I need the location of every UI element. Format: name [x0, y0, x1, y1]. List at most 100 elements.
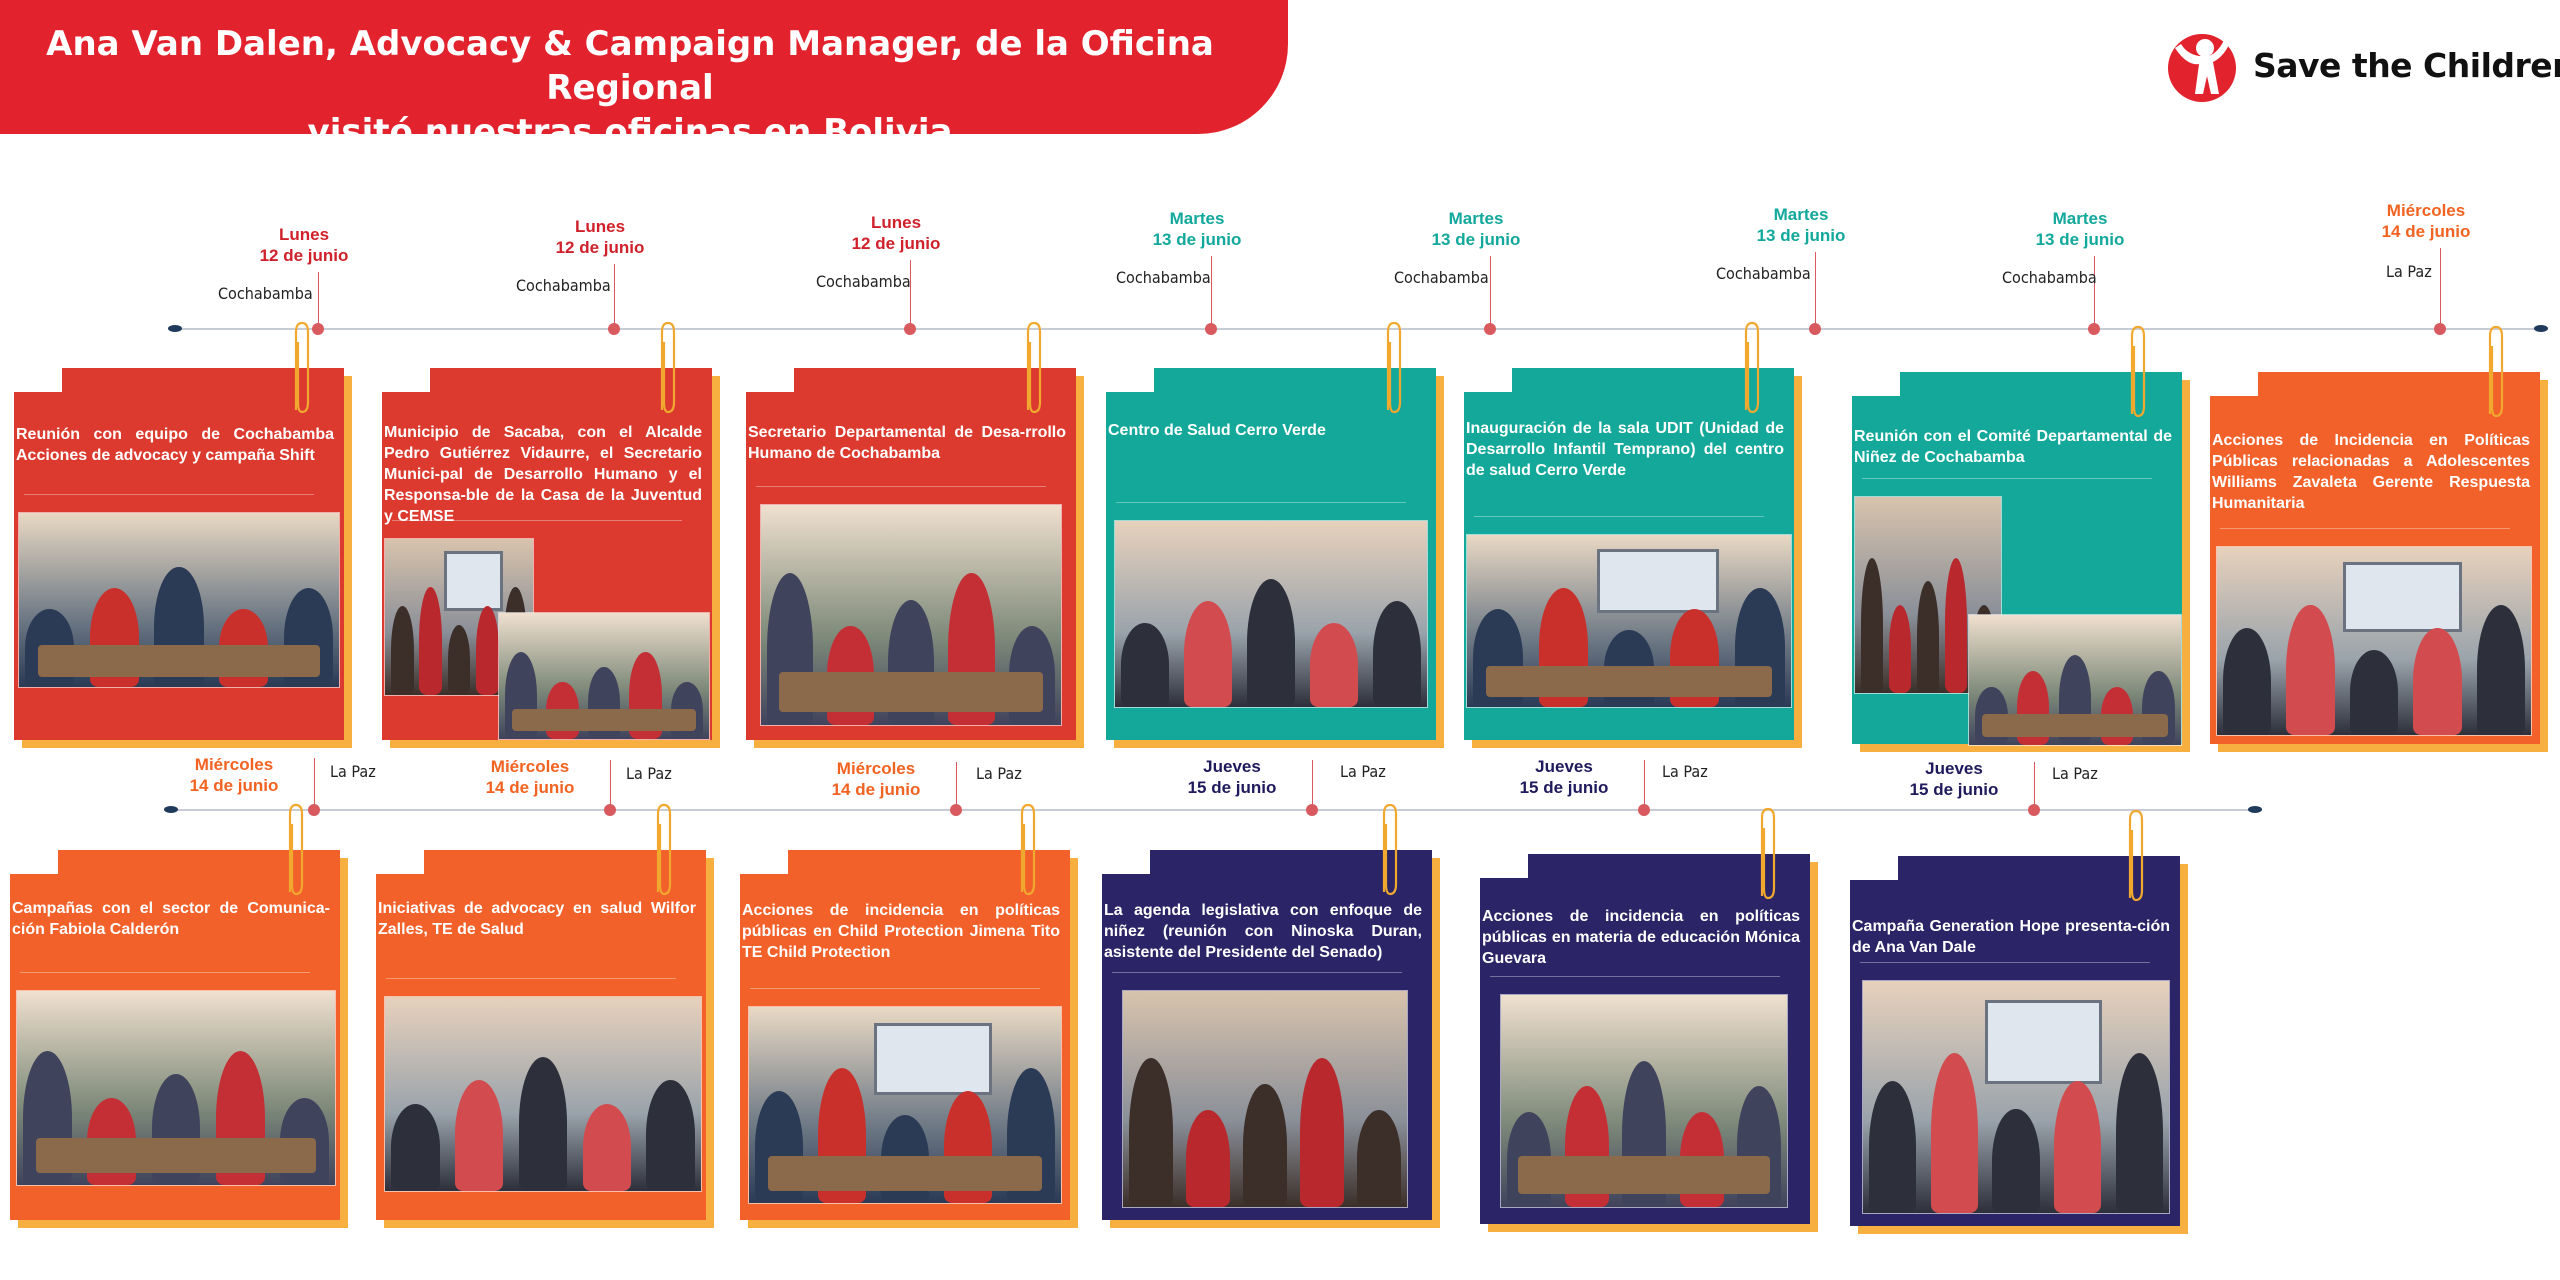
city-label: La Paz [1662, 762, 1708, 781]
paperclip-icon [1386, 321, 1402, 414]
timeline-bottom-line [168, 809, 2256, 811]
timeline-stem [1211, 256, 1212, 328]
event-card: Acciones de Incidencia en Políticas Públ… [2210, 372, 2548, 752]
event-card: Secretario Departamental de Desa-rrollo … [746, 368, 1084, 748]
card-notch [740, 850, 788, 874]
timeline-top-end [2534, 325, 2548, 332]
card-notch [1106, 368, 1154, 392]
card-divider [392, 520, 682, 521]
page-title: Ana Van Dalen, Advocacy & Campaign Manag… [0, 22, 1260, 154]
event-title: Campaña Generation Hope presenta-ción de… [1852, 918, 2170, 956]
timeline-node [904, 323, 916, 335]
photo-person [2054, 1080, 2102, 1213]
logo-text: Save the Children [2253, 46, 2560, 85]
timeline-stem [956, 762, 957, 809]
photo-table [779, 672, 1043, 712]
photo-table [38, 645, 320, 677]
photo-person [1357, 1109, 1401, 1207]
paperclip-icon [1382, 803, 1398, 896]
photo-person [1121, 623, 1169, 707]
timeline-day-label: Jueves 15 de junio [1484, 756, 1644, 798]
photo-person [582, 1103, 632, 1191]
photo-person [1186, 1109, 1230, 1207]
card-divider [386, 978, 676, 979]
timeline-bottom-start [164, 806, 178, 813]
timeline-top-line [172, 328, 2542, 330]
event-card: Municipio de Sacaba, con el Alcalde Pedr… [382, 368, 720, 748]
event-photo [384, 996, 702, 1192]
timeline-stem [910, 260, 911, 328]
day-date: 15 de junio [1519, 778, 1609, 797]
timeline-bottom-end [2248, 806, 2262, 813]
event-card: Campaña Generation Hope presenta-ción de… [1850, 856, 2188, 1234]
photo-person [1129, 1057, 1173, 1207]
city-label: Cochabamba [218, 284, 313, 303]
day-name: Martes [2052, 209, 2108, 228]
event-title: Acciones de Incidencia en Políticas Públ… [2212, 432, 2530, 512]
photo-person [2223, 627, 2272, 735]
event-photo [2216, 546, 2532, 736]
card-divider [20, 972, 310, 973]
photo-table [1518, 1156, 1770, 1195]
card-notch [1850, 856, 1898, 880]
day-name: Jueves [1535, 757, 1593, 776]
card-divider [24, 494, 314, 495]
event-card: Reunión con el Comité Departamental de N… [1852, 372, 2190, 752]
photo-person [518, 1057, 568, 1191]
photo-person [2476, 605, 2525, 735]
day-name: Jueves [1203, 757, 1261, 776]
day-name: Martes [1773, 205, 1829, 224]
event-title: Secretario Departamental de Desa-rrollo … [748, 424, 1066, 462]
photo-person [2115, 1052, 2163, 1213]
day-name: Miércoles [2386, 201, 2466, 220]
timeline-node [604, 804, 616, 816]
city-label: La Paz [2052, 764, 2098, 783]
card-notch [376, 850, 424, 874]
day-date: 13 de junio [2035, 230, 2125, 249]
day-name: Lunes [870, 213, 922, 232]
paperclip-icon [2488, 325, 2504, 418]
day-name: Lunes [574, 217, 626, 236]
projector-screen [1596, 548, 1720, 614]
photo-person [1310, 623, 1358, 707]
timeline-node [1484, 323, 1496, 335]
timeline-node [312, 323, 324, 335]
timeline-top-start [168, 325, 182, 332]
card-divider [1860, 962, 2150, 963]
event-title: Acciones de incidencia en políticas públ… [1482, 908, 1800, 967]
timeline-stem [614, 264, 615, 328]
city-label: Cochabamba [816, 272, 911, 291]
card-notch [746, 368, 794, 392]
paperclip-icon [1760, 807, 1776, 900]
title-line-1: Ana Van Dalen, Advocacy & Campaign Manag… [46, 24, 1214, 108]
event-title: Inauguración de la sala UDIT (Unidad de … [1466, 420, 1784, 479]
photo-person [2286, 605, 2335, 735]
event-photo [1500, 994, 1788, 1208]
day-name: Miércoles [194, 755, 274, 774]
card-notch [10, 850, 58, 874]
day-name: Martes [1169, 209, 1225, 228]
photo-person [1916, 581, 1940, 693]
photo-person [1930, 1052, 1978, 1213]
timeline-node [950, 804, 962, 816]
event-title: Reunión con equipo de Cochabamba Accione… [16, 426, 334, 464]
photo-person [1869, 1080, 1917, 1213]
paperclip-icon [656, 803, 672, 896]
day-name: Martes [1448, 209, 1504, 228]
event-photo [1854, 496, 2002, 694]
photo-table [36, 1138, 316, 1174]
paperclip-icon [2130, 325, 2146, 418]
day-date: 14 de junio [189, 776, 279, 795]
city-label: La Paz [976, 764, 1022, 783]
photo-person [1373, 600, 1421, 707]
photo-person [1247, 578, 1295, 707]
event-photo [498, 612, 710, 740]
photo-person [1992, 1108, 2040, 1213]
photo-table [1486, 665, 1772, 697]
card-notch [382, 368, 430, 392]
